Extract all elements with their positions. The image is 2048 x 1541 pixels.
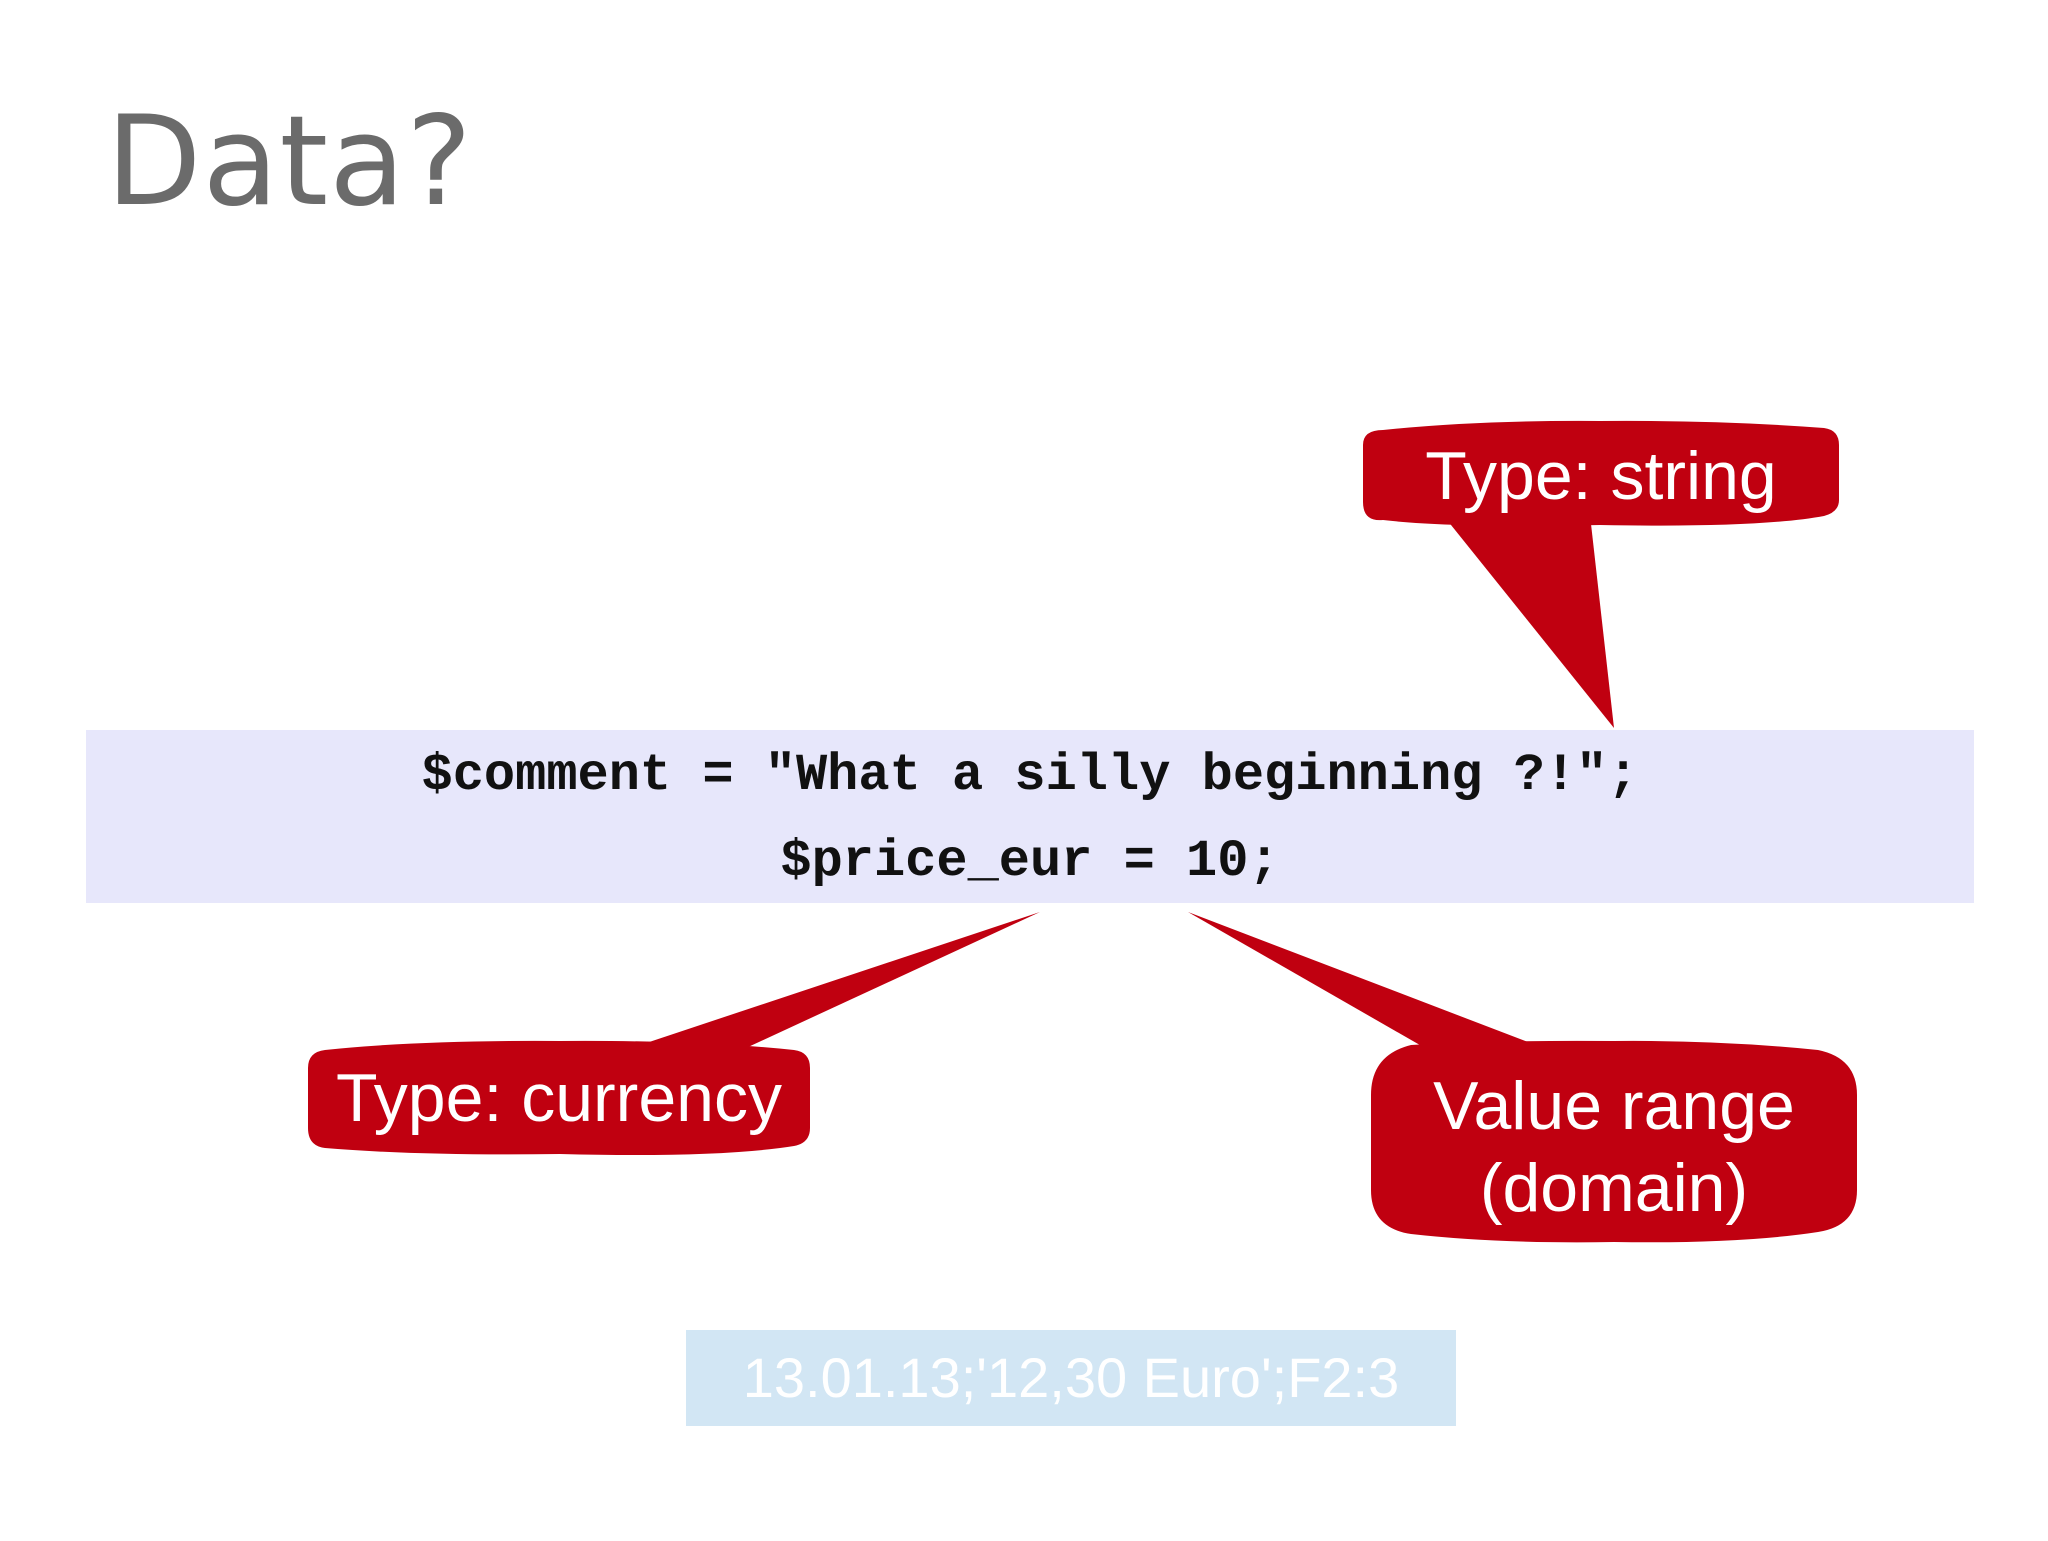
callout-range-shape xyxy=(1188,912,1857,1243)
code-block: $comment = "What a silly beginning ?!"; … xyxy=(86,730,1974,903)
csv-sample-text: 13.01.13;'12,30 Euro';F2:3 xyxy=(742,1346,1400,1409)
callout-range-line1: Value range xyxy=(1433,1068,1795,1144)
callout-string-shape xyxy=(1363,420,1839,728)
callout-string-label: Type: string xyxy=(1425,438,1777,514)
callout-currency-shape xyxy=(308,912,1040,1155)
callout-range-line2: (domain) xyxy=(1479,1149,1749,1226)
code-line-comment: $comment = "What a silly beginning ?!"; xyxy=(421,746,1639,805)
callout-range-label: Value range (domain) xyxy=(1371,1066,1857,1229)
slide-title: Data? xyxy=(106,90,473,234)
csv-sample-box: 13.01.13;'12,30 Euro';F2:3 xyxy=(686,1330,1456,1426)
code-line-price: $price_eur = 10; xyxy=(780,832,1280,891)
callout-currency-label: Type: currency xyxy=(336,1060,782,1136)
